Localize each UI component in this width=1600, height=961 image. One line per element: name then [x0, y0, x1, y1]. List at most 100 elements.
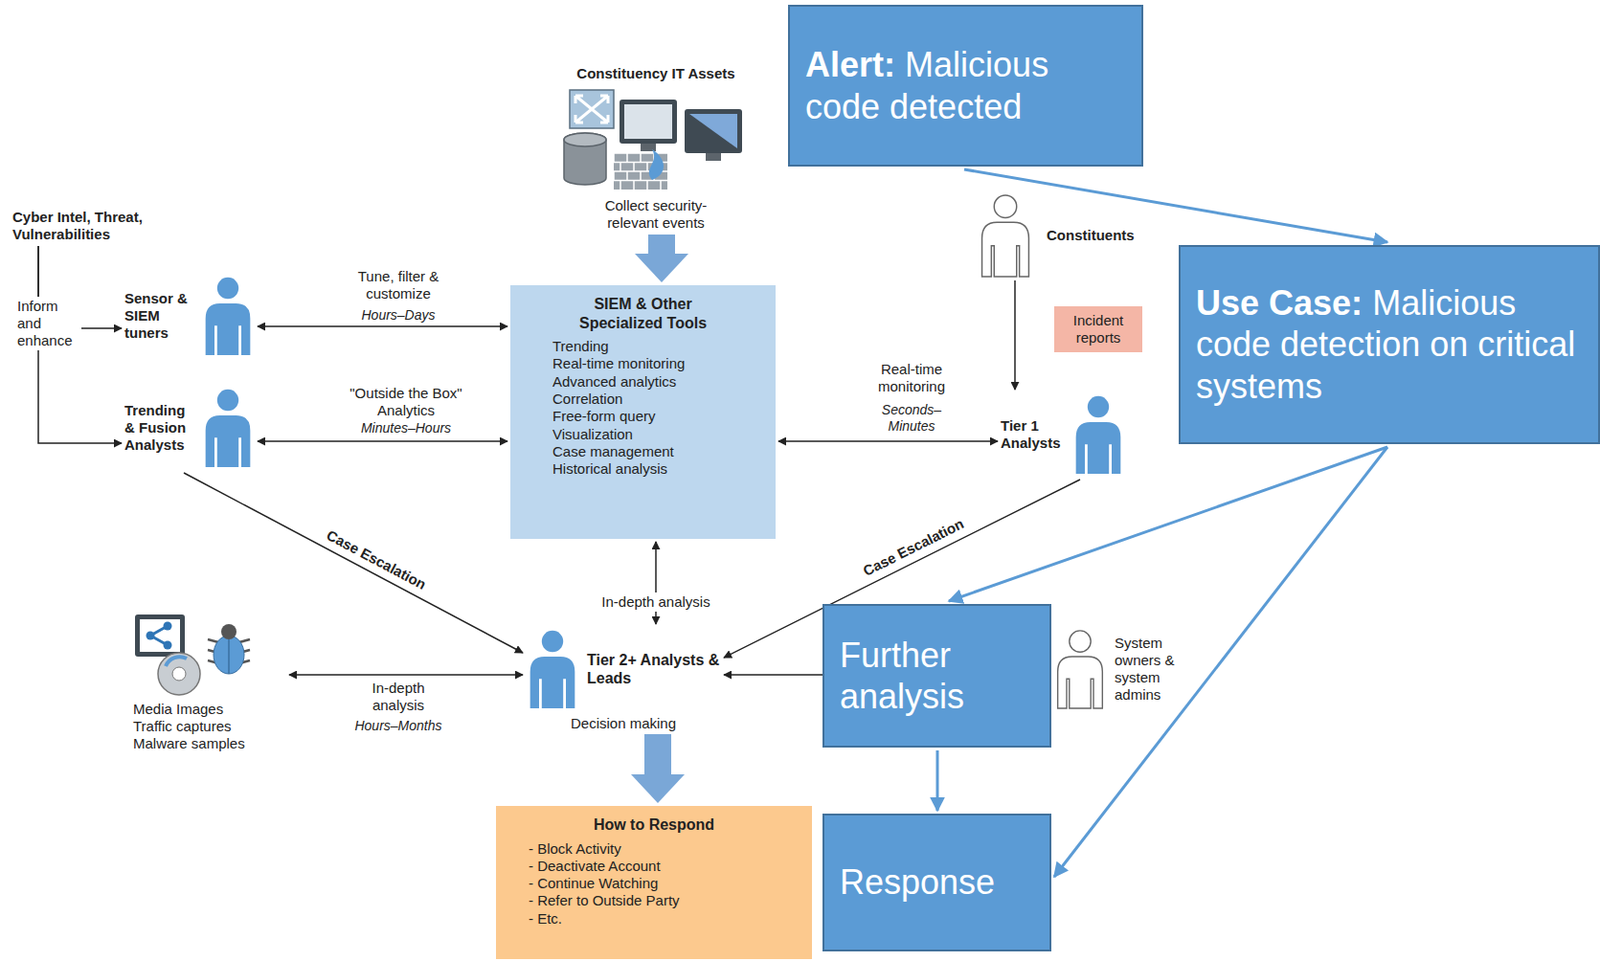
connector-arrow	[778, 440, 998, 443]
callout-text: Further analysis	[839, 634, 1035, 718]
callout-arrow	[936, 750, 940, 812]
brick-line	[659, 180, 662, 191]
list-item: Trending	[521, 338, 765, 356]
disc-shine	[165, 656, 187, 667]
person-body	[1058, 656, 1104, 709]
list-item: Real-time monitoring	[521, 355, 765, 373]
box-title: SIEM & Other Specialized Tools	[562, 294, 725, 333]
flow-arrow	[648, 234, 676, 254]
role-note: Decision making	[570, 715, 677, 732]
tuner-person: Sensor & SIEM tuners	[124, 273, 255, 359]
person-icon	[201, 273, 255, 359]
brick-line	[612, 171, 615, 181]
monitor-icon	[135, 614, 185, 657]
it-assets-illustration	[560, 86, 752, 194]
edge-label: Real-time monitoring	[863, 360, 960, 397]
role-label: System owners & system admins	[1114, 634, 1192, 704]
monitor-stand	[640, 143, 656, 152]
edge-label: In-depth analysis	[360, 678, 437, 716]
share-dot	[146, 631, 156, 641]
connector-arrow	[1014, 280, 1016, 390]
box-title: How to Respond	[510, 815, 798, 835]
asset-group: Constituency IT AssetsCollect security-r…	[536, 65, 776, 232]
brick-line	[639, 153, 642, 163]
source-label: Cyber Intel, Threat, Vulnerabilities	[12, 208, 181, 244]
constituent-person: Constituents	[971, 193, 1135, 278]
brick-line	[646, 162, 649, 173]
alert-callout: Alert:Malicious code detected	[788, 4, 1144, 167]
person-row: Tier 2+ Analysts & Leads	[525, 627, 722, 712]
group-note: Collect security-relevant events	[579, 197, 733, 232]
analysis-callout: Further analysis	[822, 604, 1052, 748]
monitor-stand	[705, 153, 722, 161]
callout-arrow	[948, 447, 1388, 602]
monitor-screen	[624, 104, 673, 139]
brick-line	[619, 162, 622, 173]
person-body	[205, 415, 251, 468]
callout-text: Use Case:Malicious code detection on cri…	[1195, 282, 1583, 407]
brick-line	[613, 180, 668, 182]
callout-text: Response	[839, 861, 995, 903]
role-label: Tier 1 Analysts	[1000, 417, 1064, 452]
switch-arrows	[575, 95, 609, 123]
database-top	[563, 133, 607, 147]
connector-arrow	[257, 440, 508, 443]
brick-line	[646, 180, 649, 191]
time-scale-note: Seconds–Minutes	[877, 402, 947, 435]
intel-source: Cyber Intel, Threat, Vulnerabilities	[12, 208, 181, 244]
brick-line	[626, 153, 629, 163]
time-scale-note: Minutes–Hours	[348, 420, 464, 437]
time-scale-note: Hours–Days	[345, 307, 451, 324]
list-item: Case management	[521, 443, 765, 461]
monitor-screen	[139, 619, 181, 653]
person-icon	[971, 193, 1039, 278]
edge-label: Incident reports	[1054, 306, 1143, 353]
role-label: Sensor & SIEM tuners	[124, 290, 194, 342]
person-icon	[1071, 392, 1126, 477]
person-icon	[525, 627, 580, 712]
callout-heading: Alert:	[805, 45, 896, 85]
person-head	[1069, 630, 1091, 653]
group-title: Constituency IT Assets	[576, 65, 735, 83]
person-icon	[1053, 627, 1107, 712]
edge-label: In-depth analysis	[598, 592, 713, 612]
callout-text: Further analysis	[839, 635, 965, 717]
edge-label: Inform and enhance	[14, 296, 82, 351]
monitor-icon	[684, 109, 743, 154]
person-head	[541, 630, 564, 653]
monitor-screen	[689, 113, 738, 149]
response-callout: Response	[822, 813, 1052, 952]
siem-box: SIEM & Other Specialized ToolsTrendingRe…	[510, 285, 776, 540]
edge-label: "Outside the Box" Analytics	[343, 383, 469, 421]
brick-line	[632, 180, 635, 191]
callout-text: Response	[839, 862, 995, 902]
person-body	[530, 656, 576, 709]
role-label: Constituents	[1046, 226, 1135, 245]
share-dot	[163, 641, 173, 651]
callout-heading: Use Case:	[1195, 283, 1363, 323]
brick-line	[626, 171, 629, 181]
edge-label: Case Escalation	[320, 524, 432, 596]
disc-icon	[157, 653, 201, 696]
person-head	[993, 195, 1016, 218]
database-icon	[563, 133, 607, 185]
person-icon	[201, 385, 255, 471]
callout-text: Alert:Malicious code detected	[805, 44, 1127, 127]
analyst-person: Trending & Fusion Analysts	[124, 385, 255, 471]
edge-label: Tune, filter & customize	[340, 267, 456, 304]
person-head	[1087, 396, 1109, 418]
share-dot	[163, 622, 173, 631]
list-item: Advanced analytics	[521, 373, 765, 391]
connector-arrow	[257, 325, 508, 328]
evidence-illustration	[133, 612, 277, 698]
use-case-callout: Use Case:Malicious code detection on cri…	[1178, 245, 1600, 445]
connector-arrow	[654, 541, 657, 625]
list-item: Free-form query	[521, 407, 765, 426]
firewall-flame	[649, 149, 664, 181]
list-item: - Refer to Outside Party	[507, 892, 801, 910]
response-options-box: How to Respond- Block Activity- Deactiva…	[495, 806, 812, 960]
list-item: - Continue Watching	[507, 875, 801, 893]
analyst-person: Tier 1 Analysts	[1000, 392, 1126, 477]
switch-icon	[569, 90, 614, 129]
